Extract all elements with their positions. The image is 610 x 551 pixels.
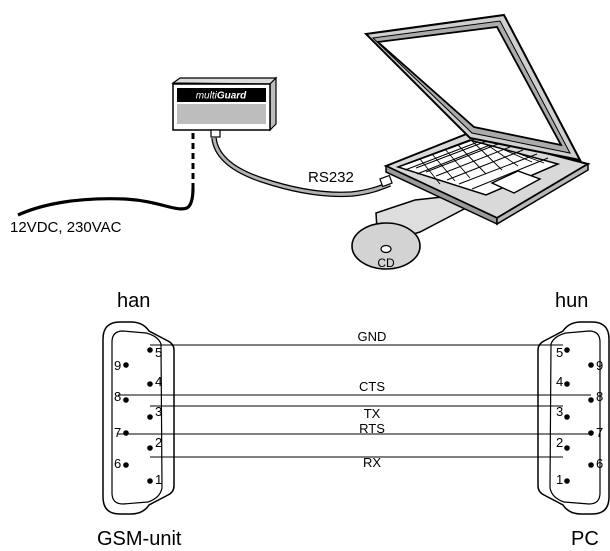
left-pins: 5 4 3 2 1 9 8 7 6 [114,345,162,487]
cable-label: RS232 [308,169,354,186]
left-pin-dot [123,362,129,368]
left-pin-label: 1 [155,472,162,487]
left-pin-label: 8 [114,389,121,404]
signal-gnd-label: GND [358,329,387,344]
left-db9-connector [102,321,175,515]
right-pin-label: 3 [556,404,563,419]
right-pin-label: 5 [556,345,563,360]
right-pin-dot [588,397,594,403]
cd-label: CD [377,256,395,270]
left-pin-label: 2 [155,435,162,450]
left-pin-label: 9 [114,358,121,373]
right-pin-dot [564,347,570,353]
right-pin-dot [564,445,570,451]
device-brand-prefix: multi [196,91,218,102]
laptop [363,13,591,226]
left-pin-dot [147,414,153,420]
right-pin-dot [564,414,570,420]
left-connector-caption: GSM-unit [97,528,182,550]
power-label: 12VDC, 230VAC [10,219,122,236]
left-pin-dot [123,430,129,436]
multiguard-device: multiGuard [171,76,278,138]
left-pin-dot [123,462,129,468]
rs232-cable-outline [211,137,392,198]
right-pin-label: 2 [556,435,563,450]
left-pin-dot [147,347,153,353]
signal-rx-label: RX [363,455,381,470]
right-db9-connector [537,321,610,515]
right-pin-label: 9 [596,358,603,373]
rs232-cable [212,137,391,196]
left-pin-dot [147,478,153,484]
left-pin-label: 4 [155,374,162,389]
right-pin-label: 7 [596,425,603,440]
right-pin-dot [588,462,594,468]
left-pin-label: 3 [155,404,162,419]
left-pin-label: 6 [114,456,121,471]
right-connector-gender: hun [555,290,588,312]
right-connector-caption: PC [571,528,599,550]
left-pin-dot [123,397,129,403]
rs232-plug [379,174,393,188]
cd-disc: CD [351,222,421,270]
right-pin-label: 1 [556,472,563,487]
left-connector-gender: han [117,290,150,312]
signal-wires [118,344,591,458]
signal-cts-label: CTS [359,379,385,394]
right-pin-dot [588,430,594,436]
right-pin-label: 8 [596,389,603,404]
right-pin-dot [564,478,570,484]
left-pin-label: 5 [155,345,162,360]
left-pin-dot [147,381,153,387]
device-logo: multiGuard [196,91,247,102]
right-pin-label: 6 [596,456,603,471]
signal-tx-label: TX [364,406,381,421]
device-brand-suffix: Guard [217,91,247,102]
signal-rts-label: RTS [359,421,385,436]
right-pin-dot [588,362,594,368]
left-pin-label: 7 [114,425,121,440]
right-pin-label: 4 [556,374,563,389]
power-cable [17,132,195,217]
left-pin-dot [147,445,153,451]
right-pins: 5 4 3 2 1 9 8 7 6 [556,345,603,487]
right-pin-dot [564,381,570,387]
